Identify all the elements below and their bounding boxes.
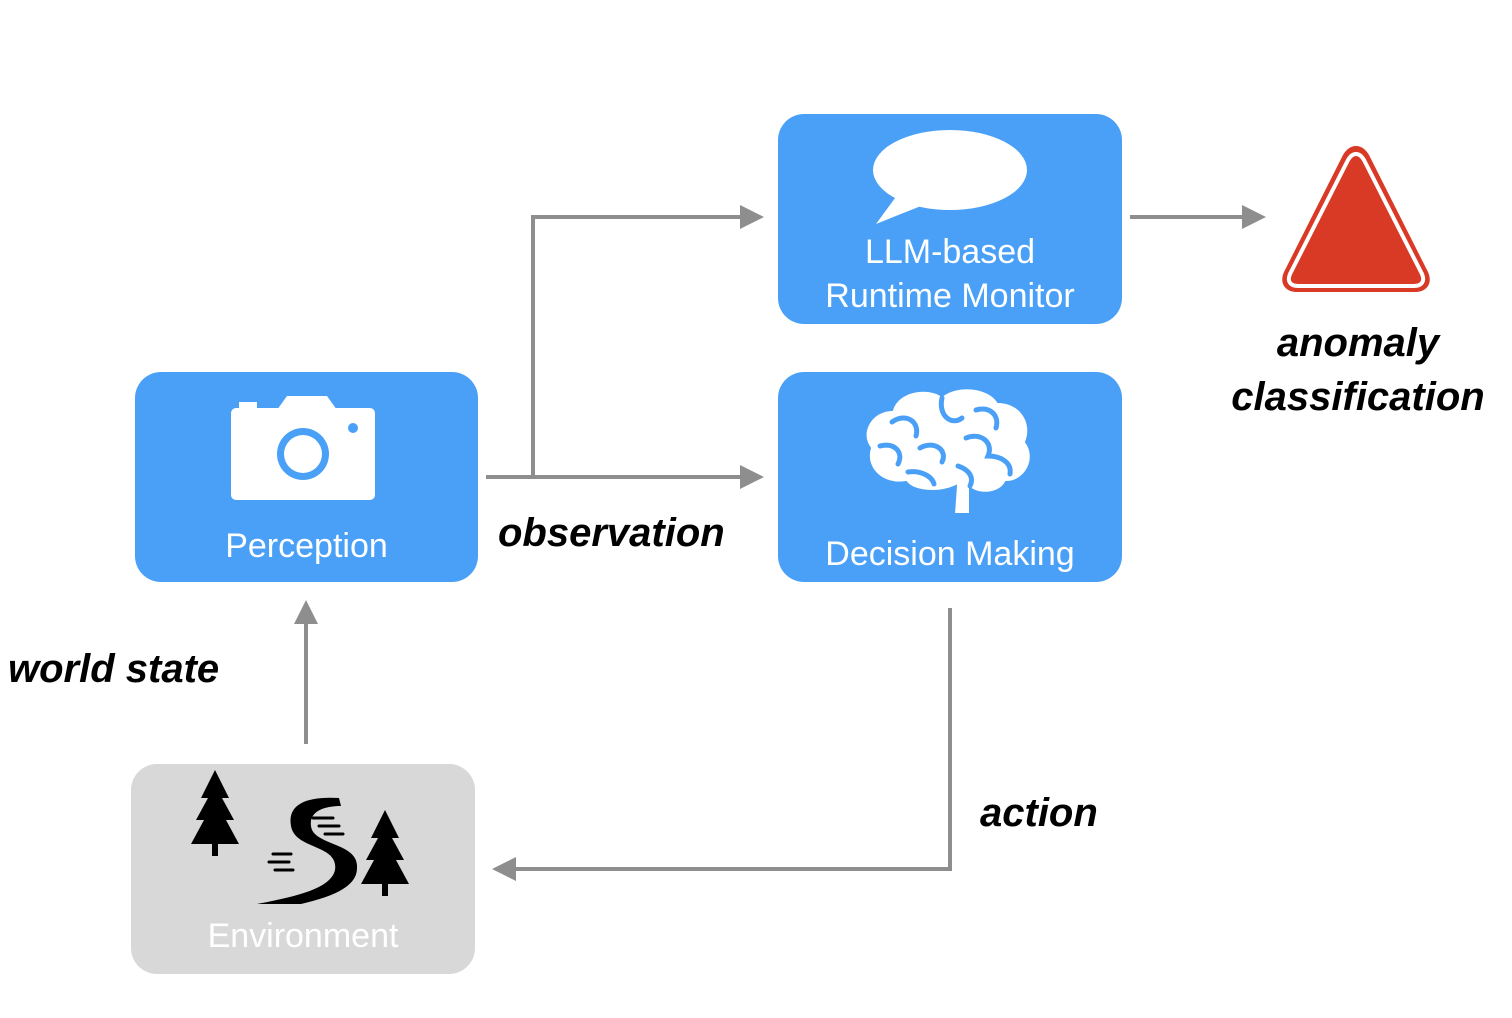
observation-label: observation — [498, 511, 725, 555]
action-label: action — [980, 791, 1098, 835]
tree-right-icon — [361, 810, 409, 896]
winding-road-icon — [257, 797, 358, 904]
speech-bubble-icon — [873, 130, 1027, 224]
perception-label: Perception — [225, 527, 388, 565]
brain-icon — [864, 387, 1032, 515]
arrow-action — [492, 608, 952, 881]
environment-label: Environment — [207, 917, 399, 955]
tree-left-icon — [191, 770, 239, 856]
environment-box: Environment — [131, 764, 475, 974]
runtime-monitor-label-line1: LLM-based — [864, 233, 1036, 271]
runtime-monitor-label-line2: Runtime Monitor — [825, 277, 1075, 315]
world-state-label: world state — [8, 647, 220, 691]
decision-making-box: Decision Making — [778, 372, 1122, 582]
road-trees-icon — [191, 770, 409, 904]
warning-triangle-icon — [1282, 146, 1430, 292]
anomaly-classification-label-line2: classification — [1231, 375, 1485, 419]
runtime-monitor-box: LLM-based Runtime Monitor — [778, 114, 1122, 324]
decision-making-label: Decision Making — [825, 535, 1075, 573]
camera-icon — [231, 396, 375, 500]
arrow-observation-monitor — [531, 205, 764, 477]
perception-box: Perception — [135, 372, 478, 582]
anomaly-classification-label-line1: anomaly — [1276, 321, 1440, 365]
